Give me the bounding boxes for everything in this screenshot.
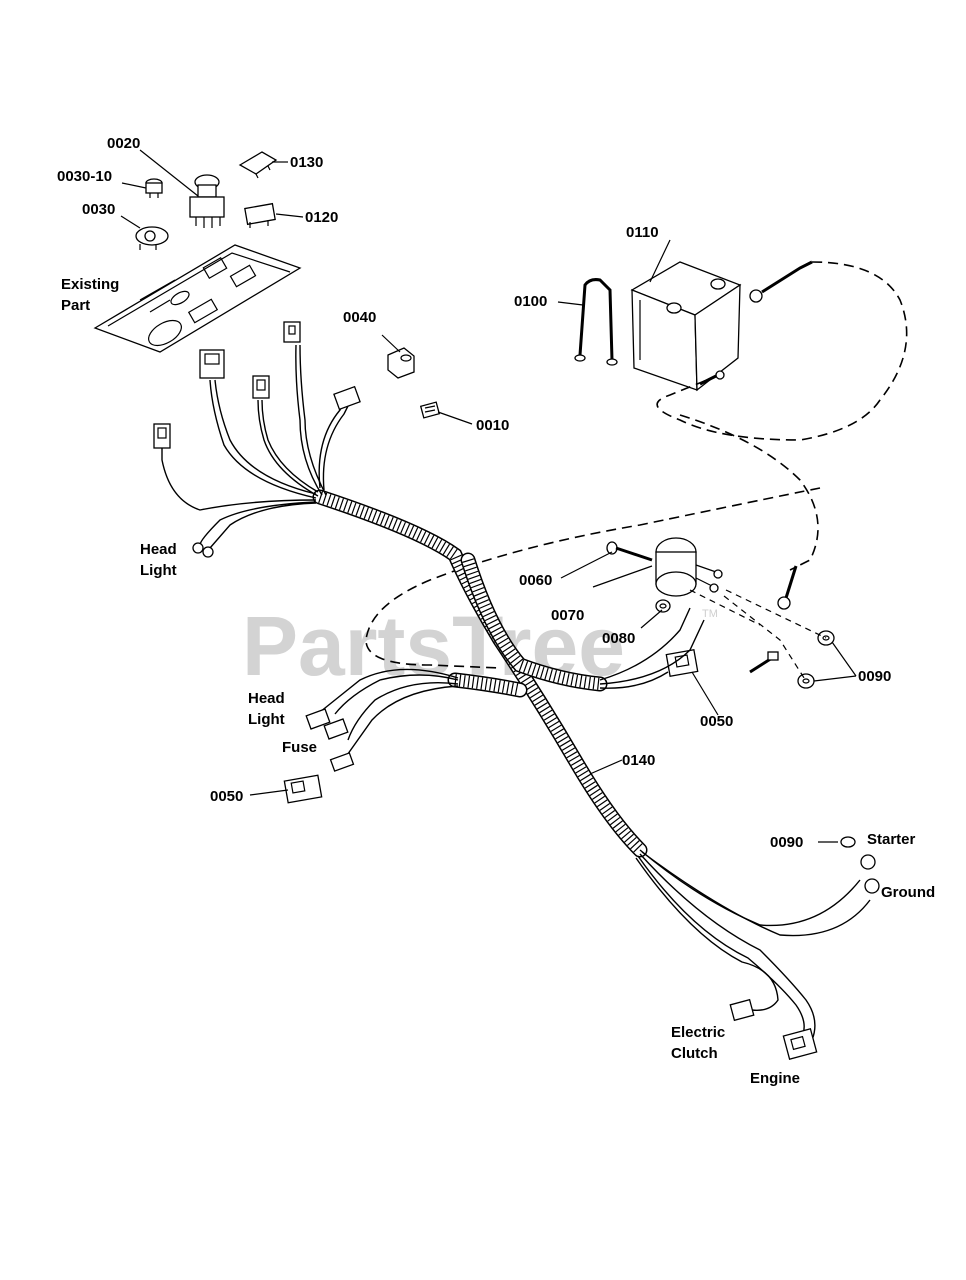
label-engine: Engine bbox=[750, 1070, 800, 1087]
label-0130: 0130 bbox=[290, 154, 323, 171]
part-0080-nut[interactable] bbox=[655, 599, 671, 613]
part-0120-relay[interactable] bbox=[244, 202, 276, 228]
terminal-ground[interactable] bbox=[864, 878, 880, 894]
label-0030: 0030 bbox=[82, 201, 115, 218]
watermark-trademark: TM bbox=[702, 608, 718, 620]
part-0050-connector-left[interactable] bbox=[283, 774, 323, 804]
connector-head-light-2[interactable] bbox=[305, 708, 331, 730]
terminal-starter[interactable] bbox=[860, 854, 876, 870]
part-0030-10-knob[interactable] bbox=[145, 178, 163, 198]
solenoid-dash-lines bbox=[689, 589, 827, 682]
harness-lower-branches bbox=[635, 849, 871, 1041]
label-fuse: Fuse bbox=[282, 739, 317, 756]
connector-head-light-1[interactable] bbox=[153, 423, 171, 449]
existing-part-plate[interactable] bbox=[93, 244, 302, 353]
label-0060: 0060 bbox=[519, 572, 552, 589]
part-0060-bolt[interactable] bbox=[606, 541, 653, 562]
label-0010: 0010 bbox=[476, 417, 509, 434]
label-part: Part bbox=[61, 297, 90, 314]
part-0020-switch[interactable] bbox=[189, 174, 225, 228]
connector-upper-1[interactable] bbox=[283, 321, 301, 343]
connector-upper-3[interactable] bbox=[199, 349, 225, 379]
label-ground: Ground bbox=[881, 884, 935, 901]
ground-lead[interactable] bbox=[777, 565, 798, 610]
connector-fuse[interactable] bbox=[323, 718, 349, 740]
label-starter: Starter bbox=[867, 831, 916, 848]
label-head-light-2-light: Light bbox=[248, 711, 285, 728]
part-0010-connector[interactable] bbox=[419, 401, 441, 419]
solenoid[interactable] bbox=[655, 537, 723, 597]
label-0120: 0120 bbox=[305, 209, 338, 226]
connector-engine[interactable] bbox=[782, 1027, 818, 1061]
leader-lines bbox=[120, 149, 857, 843]
terminals-head-light-1[interactable] bbox=[192, 542, 214, 558]
part-0040-bracket[interactable] bbox=[387, 347, 415, 379]
label-0050-a: 0050 bbox=[700, 713, 733, 730]
label-0100: 0100 bbox=[514, 293, 547, 310]
part-0090-washer-lower[interactable] bbox=[840, 836, 856, 848]
label-0040: 0040 bbox=[343, 309, 376, 326]
fuse-holder[interactable] bbox=[329, 752, 355, 772]
part-0140-wire-harness[interactable] bbox=[312, 489, 648, 858]
label-0070: 0070 bbox=[551, 607, 584, 624]
part-0110-battery[interactable] bbox=[630, 261, 742, 392]
label-0020: 0020 bbox=[107, 135, 140, 152]
battery-dashed-wire bbox=[656, 261, 908, 441]
label-0110: 0110 bbox=[626, 224, 659, 241]
solenoid-stud[interactable] bbox=[749, 651, 779, 674]
label-clutch: Clutch bbox=[671, 1045, 718, 1062]
connector-upper-2[interactable] bbox=[252, 375, 270, 399]
part-0030-rotary-switch[interactable] bbox=[135, 226, 169, 250]
label-0050-b: 0050 bbox=[210, 788, 243, 805]
part-0130-cover[interactable] bbox=[238, 151, 278, 179]
connector-electric-clutch[interactable] bbox=[729, 998, 755, 1022]
part-0100-hold-down-strap[interactable] bbox=[574, 278, 618, 366]
label-0030-10: 0030-10 bbox=[57, 168, 112, 185]
harness-right-branches bbox=[599, 607, 705, 689]
label-head-light-1-head: Head bbox=[140, 541, 177, 558]
label-0090-b: 0090 bbox=[770, 834, 803, 851]
label-head-light-1-light: Light bbox=[140, 562, 177, 579]
part-0090-nut-bottom[interactable] bbox=[797, 673, 815, 689]
label-0080: 0080 bbox=[602, 630, 635, 647]
label-electric: Electric bbox=[671, 1024, 725, 1041]
part-0050-connector-right[interactable] bbox=[665, 648, 699, 678]
label-head-light-2-head: Head bbox=[248, 690, 285, 707]
battery-cable[interactable] bbox=[699, 260, 813, 386]
ground-dashed-wire bbox=[679, 414, 819, 571]
connector-upper-4[interactable] bbox=[333, 385, 361, 411]
label-0090-a: 0090 bbox=[858, 668, 891, 685]
harness-upper-branches bbox=[161, 344, 351, 549]
label-existing: Existing bbox=[61, 276, 119, 293]
harness-lower-left-branches bbox=[319, 668, 459, 759]
label-0140: 0140 bbox=[622, 752, 655, 769]
